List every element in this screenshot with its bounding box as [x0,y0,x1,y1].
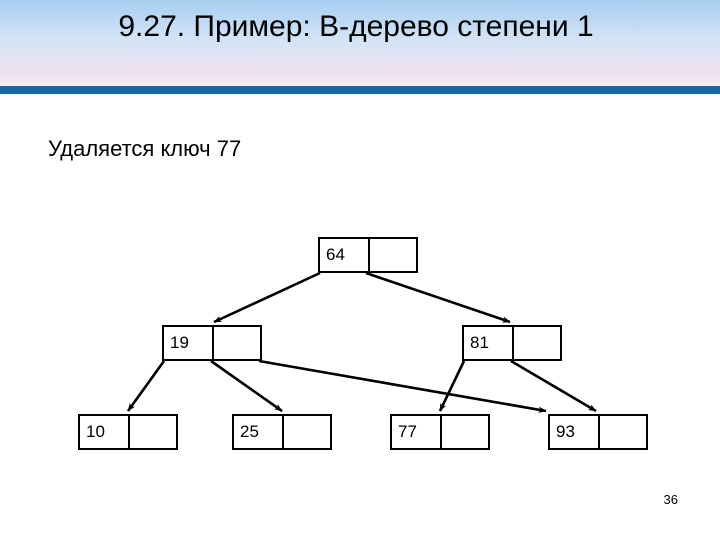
tree-edge-root-to-right [365,271,511,324]
tree-node-left: 19 [162,325,262,361]
tree-node-leaf93-cell-0: 93 [556,422,575,441]
page-title: 9.27. Пример: B-дерево степени 1 [118,10,594,43]
tree-node-leaf25: 25 [232,414,332,450]
tree-node-leaf77: 77 [390,414,490,450]
tree-node-root: 64 [318,237,418,273]
tree-node-right-cell-0: 81 [470,333,489,352]
tree-edge-left-to-leaf25 [210,359,283,413]
tree-edge-left-to-leaf93 [258,359,547,413]
tree-edge-root-to-left [213,271,321,324]
title-underline-rule [0,86,720,94]
tree-node-leaf77-cell-1 [440,416,488,448]
tree-node-left-cell-1 [212,327,260,359]
tree-node-leaf93-cell-1 [598,416,646,448]
slide-page-number: 36 [663,492,678,507]
tree-node-right: 81 [462,325,562,361]
tree-edge-right-to-leaf77 [438,360,466,412]
tree-node-leaf25-cell-0: 25 [240,422,259,441]
tree-node-leaf77-cell-0: 77 [398,422,417,441]
tree-node-leaf10-cell-0: 10 [86,422,105,441]
subtitle-text: Удаляется ключ 77 [48,136,242,161]
tree-node-leaf93: 93 [548,414,648,450]
tree-node-root-cell-1 [368,239,416,271]
tree-edge-left-to-leaf10 [126,360,166,412]
tree-node-right-cell-1 [512,327,560,359]
tree-node-leaf10-cell-1 [128,416,176,448]
tree-edge-right-to-leaf93 [510,359,597,413]
tree-node-root-cell-0: 64 [326,245,345,264]
title-banner: 9.27. Пример: B-дерево степени 1 [0,0,720,86]
tree-node-leaf25-cell-1 [282,416,330,448]
tree-node-leaf10: 10 [78,414,178,450]
tree-node-left-cell-0: 19 [170,333,189,352]
